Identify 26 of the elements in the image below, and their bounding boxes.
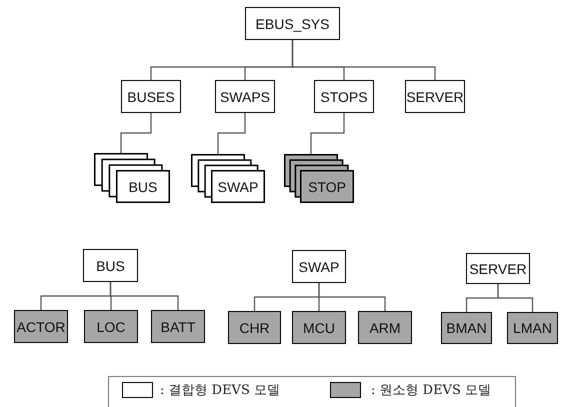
model-box: STOPS bbox=[314, 80, 374, 113]
connector-line bbox=[318, 283, 386, 311]
legend-label: : 결합형 DEVS 모델 bbox=[160, 382, 280, 399]
connector-line bbox=[120, 113, 152, 153]
model-box: SWAPS bbox=[215, 80, 275, 113]
model-box: BMAN bbox=[441, 312, 492, 344]
model-box: BATT bbox=[151, 310, 205, 343]
connector-line bbox=[217, 113, 246, 154]
model-box: SERVER bbox=[405, 80, 465, 113]
connector-line bbox=[292, 40, 436, 80]
model-box: LOC bbox=[84, 310, 138, 343]
model-box: BUS bbox=[83, 249, 138, 282]
model-box: SERVER bbox=[466, 253, 530, 284]
model-box: ARM bbox=[358, 311, 412, 344]
model-box: ACTOR bbox=[14, 310, 68, 343]
model-box: SWAP bbox=[292, 250, 346, 283]
connector-line bbox=[110, 282, 179, 310]
connector-line bbox=[310, 113, 345, 154]
model-box: EBUS_SYS bbox=[245, 7, 340, 40]
connector-line bbox=[497, 284, 534, 312]
legend-label: : 원소형 DEVS 모델 bbox=[371, 382, 491, 399]
model-box: CHR bbox=[228, 311, 281, 344]
model-box: BUSES bbox=[121, 80, 181, 113]
model-box: MCU bbox=[292, 311, 346, 344]
stacked-box: BUS bbox=[94, 153, 170, 203]
model-box: LMAN bbox=[507, 312, 558, 344]
